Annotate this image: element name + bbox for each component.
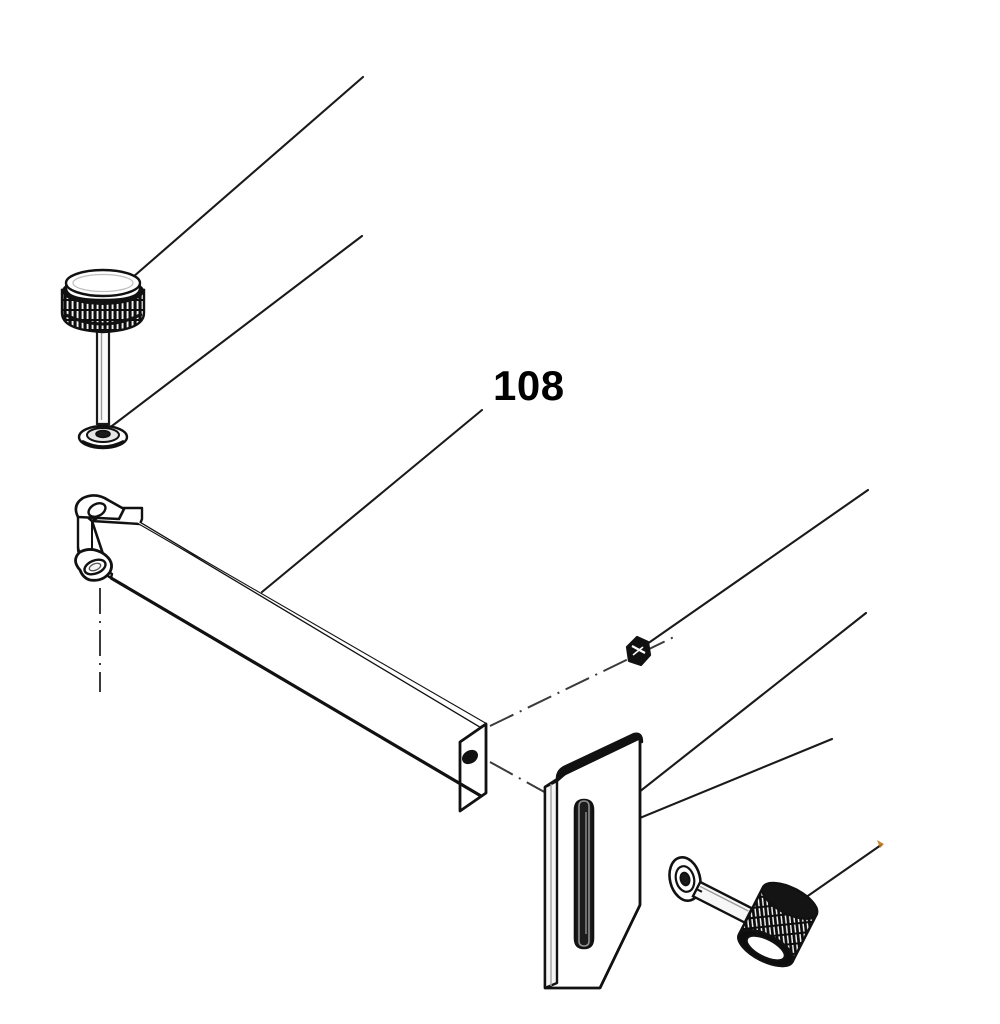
leader-line-group — [102, 75, 883, 925]
top-washer — [77, 424, 129, 450]
bottom-knob-end-cap — [745, 934, 787, 962]
hex-nut-facet-highlight — [632, 646, 644, 656]
clevis-lower-hole-inner — [88, 562, 102, 572]
top-knob-bottom-rim — [63, 312, 143, 326]
leader-line-top-washer — [102, 234, 364, 434]
bottom-knob-shaft-highlight — [699, 885, 749, 912]
beam-end-bore — [462, 749, 478, 765]
bottom-knob-shaft-tip — [696, 888, 703, 893]
top-knob — [60, 268, 146, 434]
bottom-knob-collar — [761, 881, 819, 920]
leader-line-bracket-plate — [627, 611, 868, 802]
slotted-angle-bracket — [543, 732, 644, 990]
bracket-slot-inner-highlight — [578, 800, 590, 947]
bottom-washer — [668, 856, 702, 902]
beam-bottom-edge — [110, 576, 482, 798]
bottom-knob — [691, 880, 819, 968]
hex-nut — [625, 635, 652, 667]
support-arm-beam — [74, 494, 488, 813]
bottom-knob-body-group — [737, 881, 819, 968]
leader-line-hex-nut — [635, 488, 870, 653]
leader-line-callout-108 — [260, 408, 484, 594]
bracket-top-lip — [555, 732, 644, 783]
callout-label-108: 108 — [493, 362, 565, 409]
leader-line-top-knob — [131, 75, 365, 279]
bracket-chamfer-edge — [598, 904, 642, 989]
top-knob-shaft — [95, 324, 111, 426]
top-washer-underside — [81, 439, 125, 448]
hex-nut-bore-highlight — [631, 645, 646, 654]
bottom-washer-hole — [679, 871, 691, 887]
clevis-upper-hole — [87, 502, 107, 518]
beam-top-face — [115, 508, 486, 727]
top-knob-cap-inner-ring — [72, 273, 134, 293]
scan-artifact-speck — [877, 840, 884, 848]
top-washer-hole — [95, 429, 111, 439]
bracket-vertical-slot — [573, 798, 595, 950]
